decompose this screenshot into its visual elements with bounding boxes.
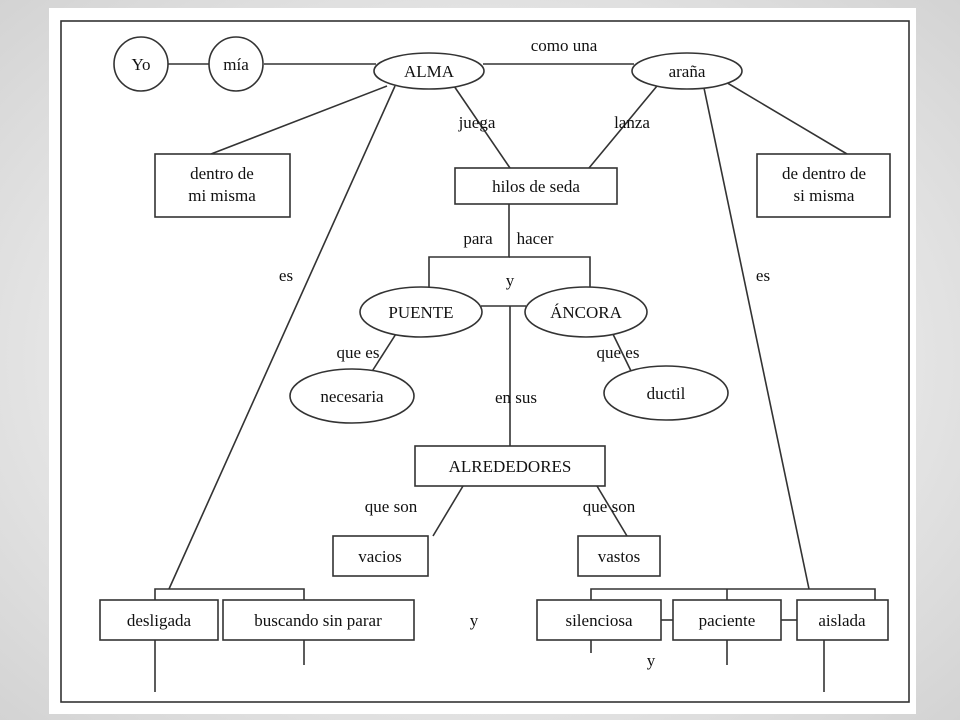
right-bracket-line (590, 588, 876, 600)
dentro-de-si-label-2: si misma (794, 186, 855, 205)
ancora-node (524, 286, 648, 338)
mia-label: mía (223, 55, 249, 74)
arana-aislada-line (703, 87, 810, 590)
vacios-node (332, 535, 429, 577)
ductil-label: ductil (647, 384, 686, 403)
hilos-de-seda-node (454, 167, 618, 205)
diagram-frame (60, 20, 910, 703)
como-una-label: como una (531, 36, 598, 55)
puente-node (359, 286, 483, 338)
y-middle-label: y (506, 271, 515, 290)
vastos-label: vastos (598, 547, 641, 566)
para-label: para (463, 229, 493, 248)
dentro-de-mi-label-1: dentro de (190, 164, 254, 183)
alrededores-vastos-line (596, 485, 628, 537)
alrededores-vacios-line (432, 485, 464, 537)
es-right-label: es (756, 266, 770, 285)
aislada-node (796, 599, 889, 641)
hacer-label: hacer (517, 229, 554, 248)
alma-desligada-line (168, 85, 396, 590)
hilos-puente-line (428, 204, 510, 288)
arana-dentrosi-line (718, 77, 848, 155)
alrededores-node (414, 445, 606, 487)
dentro-de-mi-misma-node (154, 153, 291, 218)
que-son-left-label: que son (365, 497, 418, 516)
vacios-label: vacios (358, 547, 401, 566)
yo-node (113, 36, 169, 92)
paciente-node (672, 599, 782, 641)
vastos-node (577, 535, 661, 577)
node-labels: Yo mía ALMA araña dentro de mi misma hil… (127, 55, 866, 630)
alma-dentro-line (210, 85, 388, 155)
que-es-left-label: que es (337, 343, 380, 362)
concept-map: Yo mía ALMA araña dentro de mi misma hil… (60, 20, 910, 703)
arana-node (631, 52, 743, 90)
arana-hilos-line (588, 85, 658, 169)
diagram-slide: Yo mía ALMA araña dentro de mi misma hil… (49, 8, 916, 714)
que-es-right-label: que es (597, 343, 640, 362)
yo-label: Yo (131, 55, 150, 74)
desligada-node (99, 599, 219, 641)
alrededores-label: ALREDEDORES (449, 457, 572, 476)
arana-label: araña (669, 62, 706, 81)
alma-label: ALMA (404, 62, 455, 81)
silenciosa-label: silenciosa (565, 611, 632, 630)
puente-label: PUENTE (388, 303, 453, 322)
link-labels: como una juega lanza para hacer y es es … (279, 36, 770, 670)
de-dentro-de-si-misma-node (756, 153, 891, 218)
buscando-sin-parar-node (222, 599, 415, 641)
necesaria-node (289, 368, 415, 424)
ductil-node (603, 365, 729, 421)
desligada-label: desligada (127, 611, 192, 630)
y-lower-label: y (647, 651, 656, 670)
es-left-label: es (279, 266, 293, 285)
en-sus-label: en sus (495, 388, 537, 407)
alma-node (373, 52, 485, 90)
dentro-de-si-label-1: de dentro de (782, 164, 866, 183)
ancora-label: ÁNCORA (550, 303, 623, 322)
aislada-label: aislada (818, 611, 866, 630)
hilos-ancora-line (509, 256, 591, 288)
necesaria-label: necesaria (320, 387, 384, 406)
connectors (154, 63, 876, 692)
mia-node (208, 36, 264, 92)
hilos-de-seda-label: hilos de seda (492, 177, 580, 196)
buscando-sin-parar-label: buscando sin parar (254, 611, 382, 630)
alma-hilos-line (453, 85, 511, 169)
dentro-de-mi-label-2: mi misma (188, 186, 256, 205)
que-son-right-label: que son (583, 497, 636, 516)
juega-label: juega (458, 113, 496, 132)
left-bracket-line (154, 588, 305, 600)
silenciosa-node (536, 599, 662, 641)
y-bottom-label: y (470, 611, 479, 630)
lanza-label: lanza (614, 113, 650, 132)
paciente-label: paciente (699, 611, 756, 630)
